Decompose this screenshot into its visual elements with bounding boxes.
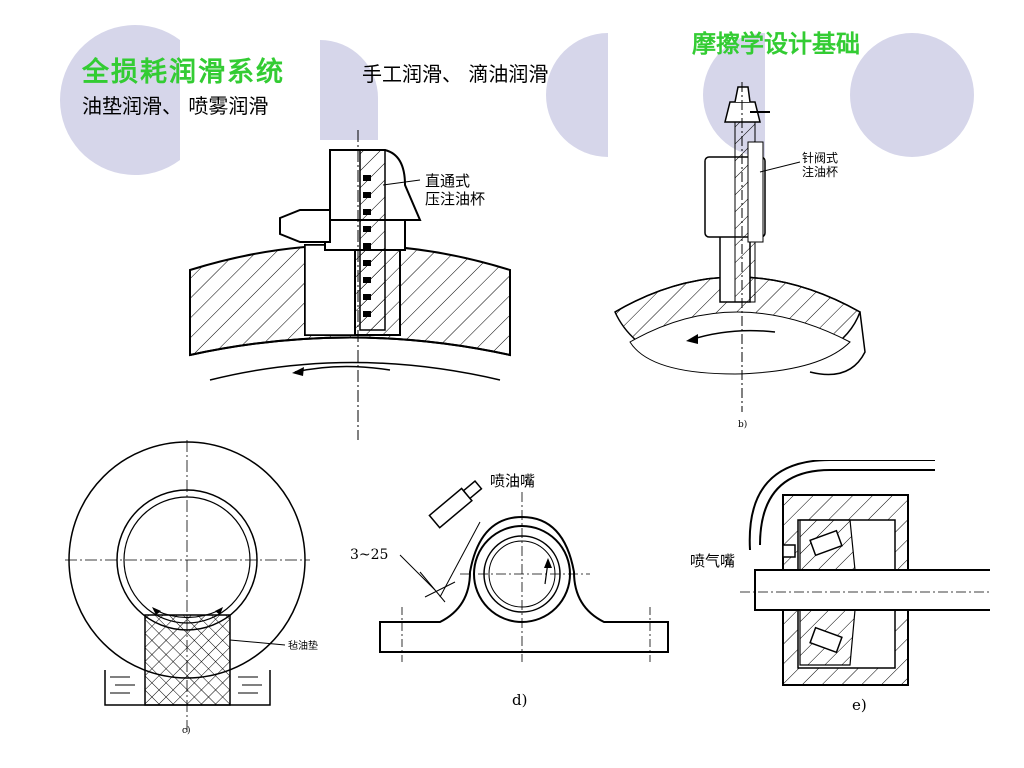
hex-nut (279, 209, 331, 243)
nozzle-label-e: 喷气嘴 (690, 552, 735, 570)
figure-a-grease-cup: 直通式 压注油杯 (189, 130, 511, 440)
callout-straight-cup-l1: 直通式 (425, 172, 470, 190)
figure-d-spray-nozzle: 3~25 喷油嘴 d) (350, 472, 669, 709)
caption-c: c) (182, 725, 191, 736)
course-title: 摩擦学设计基础 (692, 29, 860, 58)
callout-straight-cup-l2: 压注油杯 (425, 190, 485, 208)
callout-felt-pad: 毡油垫 (288, 639, 318, 652)
caption-e: e) (852, 696, 867, 714)
methods-line-2: 油垫润滑、 喷雾润滑 (82, 94, 269, 118)
shaft (754, 569, 990, 611)
rotation-arrow-icon (292, 367, 304, 376)
oil-bath (104, 670, 271, 706)
decor-circle-1 (60, 25, 180, 176)
slide-title: 全损耗润滑系统 (82, 57, 285, 88)
nozzle-label-d: 喷油嘴 (490, 472, 535, 490)
rotation-arrow-icon (686, 334, 698, 344)
felt-pad (144, 614, 231, 706)
dimension-label: 3~25 (350, 547, 388, 563)
roller-upper (809, 529, 843, 557)
roller-lower (809, 626, 843, 654)
air-pipe (748, 460, 935, 551)
shaft-surface (209, 361, 501, 381)
figure-e-air-nozzle: 喷气嘴 e) (690, 460, 990, 714)
callout-needle-cup-l1: 针阀式 (802, 150, 838, 165)
decor-circle-5 (320, 40, 378, 140)
methods-line-1: 手工润滑、 滴油润滑 (362, 62, 549, 86)
caption-d: d) (512, 691, 527, 709)
caption-b: b) (738, 419, 747, 430)
figure-b-needle-cup: 针阀式 注油杯 b) (614, 82, 866, 430)
decor-circle-4 (850, 33, 974, 157)
figure-c-felt-pad: 毡油垫 c) (65, 440, 318, 736)
callout-needle-cup-l2: 注油杯 (802, 164, 838, 179)
spray-nozzle (428, 480, 483, 529)
